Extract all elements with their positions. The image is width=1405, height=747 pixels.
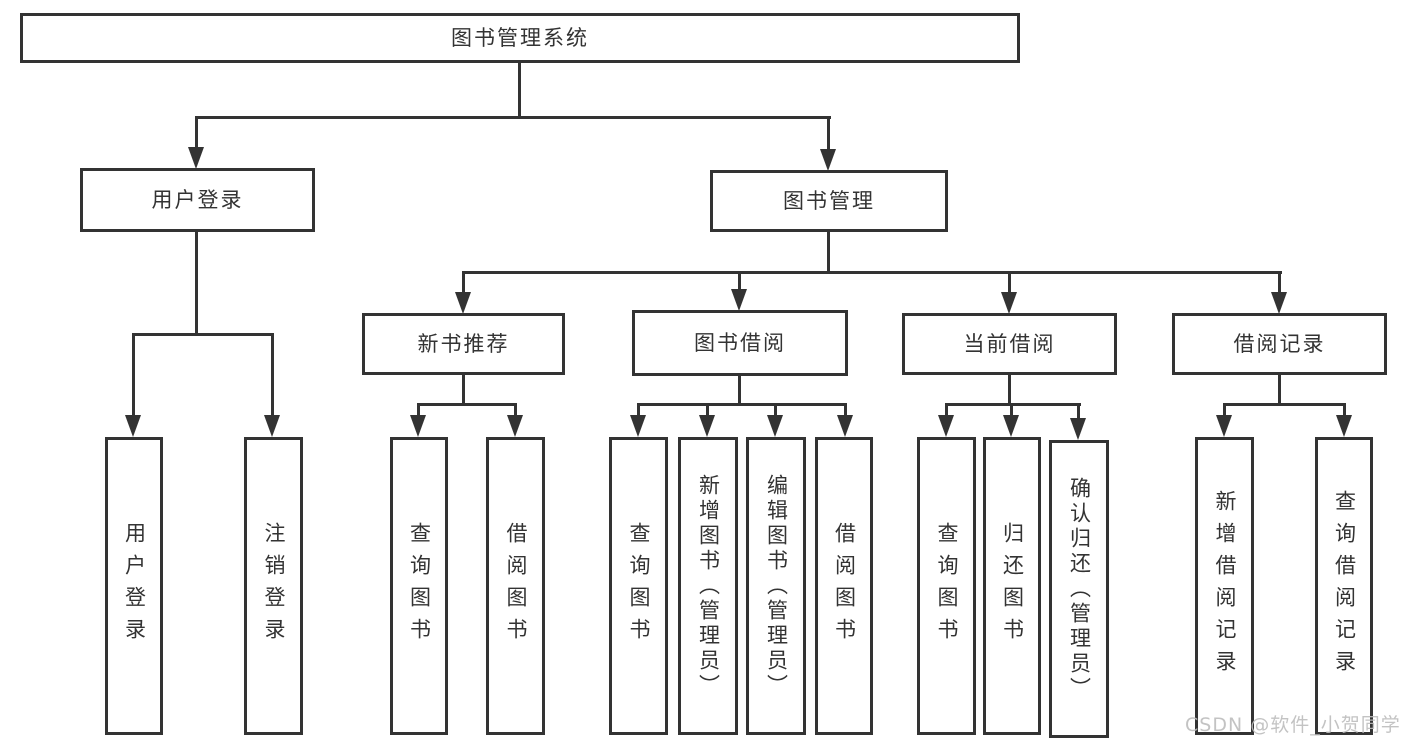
connector-record-hline [1223,403,1346,406]
leaf-edit-book-admin: 编辑图书（管理员） [746,437,806,735]
leaf-add-book-admin: 新增图书（管理员） [678,437,738,735]
connector-arm-leaf-login [132,333,135,419]
connector-arm-user-login [195,116,198,152]
connector-newrec-stem [462,375,465,406]
connector-arm-current [1008,271,1011,295]
connector-arm-leaf7 [774,403,777,421]
connector-arm-leaf4 [514,403,517,421]
csdn-watermark: CSDN @软件_小贺同学 [1185,714,1401,736]
connector-root-stem [518,63,521,119]
arrowhead-leaf3 [410,415,426,437]
leaf-borrow-book-rec: 借阅图书 [486,437,545,735]
leaf-query-book-borrow: 查询图书 [609,437,668,735]
arrowhead-leaf4 [507,415,523,437]
arrowhead-leaf8 [837,415,853,437]
connector-bookmgmt-stem [827,232,830,274]
connector-record-stem [1278,375,1281,406]
arrowhead-user-login [188,147,204,169]
connector-newrec-hline [417,403,517,406]
leaf-add-borrow-record: 新增借阅记录 [1195,437,1254,735]
leaf-user-login: 用户登录 [105,437,163,735]
connector-current-hline [945,403,1081,406]
node-borrow-record: 借阅记录 [1172,313,1387,375]
connector-arm-book-mgmt [827,116,830,152]
arrowhead-book-mgmt [820,149,836,171]
arrowhead-leaf6 [699,415,715,437]
connector-arm-leaf13 [1343,403,1346,421]
arrowhead-record [1271,292,1287,314]
leaf-query-book-current: 查询图书 [917,437,976,735]
arrowhead-leaf-logout [264,415,280,437]
connector-current-stem [1008,375,1011,406]
arrowhead-leaf9 [938,415,954,437]
arrowhead-leaf5 [630,415,646,437]
leaf-borrow-book: 借阅图书 [815,437,873,735]
arrowhead-leaf-login [125,415,141,437]
connector-arm-leaf3 [417,403,420,421]
connector-bookmgmt-hline [462,271,1282,274]
arrowhead-current [1001,292,1017,314]
node-book-borrow: 图书借阅 [632,310,848,376]
connector-borrow-hline [637,403,847,406]
node-user-login: 用户登录 [80,168,315,232]
leaf-query-borrow-record: 查询借阅记录 [1315,437,1373,735]
connector-arm-leaf11 [1077,403,1080,421]
connector-arm-leaf-logout [271,333,274,419]
arrowhead-leaf7 [767,415,783,437]
connector-arm-new-rec [462,271,465,295]
connector-userlogin-hline [132,333,274,336]
connector-arm-leaf5 [637,403,640,421]
node-new-book-rec: 新书推荐 [362,313,565,375]
arrowhead-borrow [731,289,747,311]
connector-arm-record [1278,271,1281,295]
connector-userlogin-stem [195,232,198,336]
arrowhead-leaf13 [1336,415,1352,437]
leaf-logout: 注销登录 [244,437,303,735]
arrowhead-leaf12 [1216,415,1232,437]
leaf-confirm-return-admin: 确认归还（管理员） [1049,440,1109,738]
connector-arm-leaf10 [1010,403,1013,421]
arrowhead-leaf11 [1070,418,1086,440]
leaf-query-book-rec: 查询图书 [390,437,448,735]
connector-root-hline [195,116,831,119]
node-root-library-system: 图书管理系统 [20,13,1020,63]
connector-arm-borrow [738,271,741,293]
node-current-borrow: 当前借阅 [902,313,1117,375]
leaf-return-book: 归还图书 [983,437,1041,735]
connector-arm-leaf12 [1223,403,1226,421]
connector-arm-leaf9 [945,403,948,421]
connector-arm-leaf6 [706,403,709,421]
connector-arm-leaf8 [844,403,847,421]
arrowhead-new-rec [455,292,471,314]
arrowhead-leaf10 [1003,415,1019,437]
connector-borrow-stem [738,376,741,406]
node-book-mgmt: 图书管理 [710,170,948,232]
